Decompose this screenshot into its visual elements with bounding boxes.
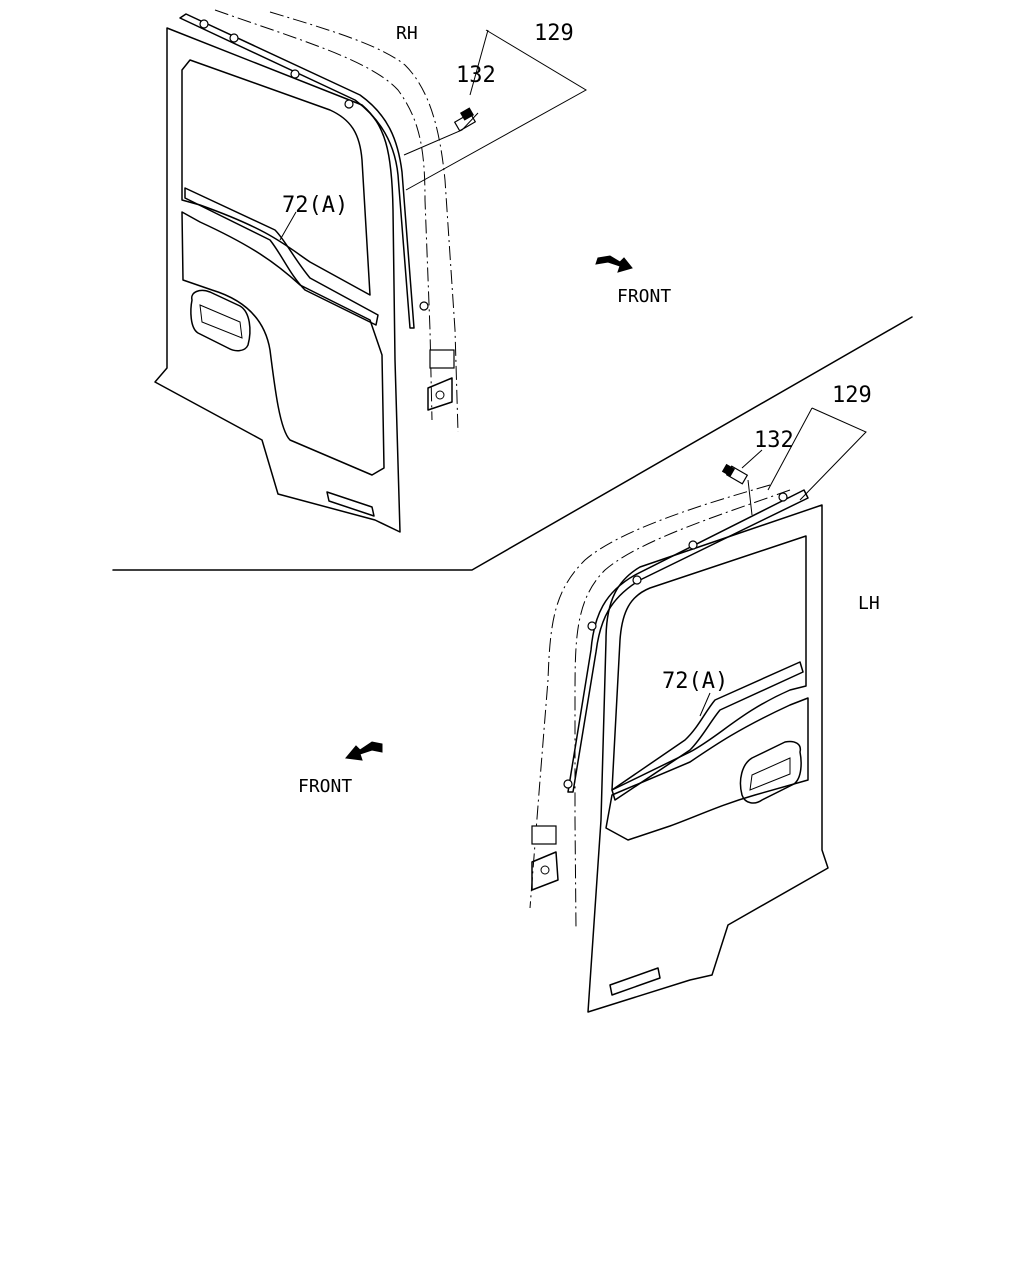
lh-door-handle xyxy=(739,740,802,804)
ref-132-top: 132 xyxy=(456,63,496,88)
lh-clips xyxy=(563,492,788,789)
lh-weatherstrip xyxy=(567,489,809,793)
ref-129-bottom: 129 xyxy=(832,383,872,408)
rh-door-assembly xyxy=(154,9,587,533)
lh-window-frame xyxy=(611,535,807,791)
rh-window-frame xyxy=(181,59,371,296)
rh-door-panel xyxy=(154,27,401,533)
front-label-bottom: FRONT xyxy=(298,776,352,797)
lh-door-assembly xyxy=(529,407,867,1013)
rh-label: RH xyxy=(396,23,418,44)
ref-132-bottom: 132 xyxy=(754,428,794,453)
rh-door-handle xyxy=(190,289,251,352)
rh-clip-132 xyxy=(453,107,477,132)
front-label-top: FRONT xyxy=(617,286,671,307)
rh-weatherstrip xyxy=(179,13,415,329)
ref-129-top: 129 xyxy=(534,21,574,46)
ref-72a-bottom: 72(A) xyxy=(662,669,728,694)
arrow-down-left-icon xyxy=(345,741,383,761)
lh-clip-132 xyxy=(721,463,749,485)
lh-label: LH xyxy=(858,593,880,614)
section-divider xyxy=(112,316,913,571)
lh-belt-molding xyxy=(611,661,804,801)
arrow-down-right-icon xyxy=(595,255,633,273)
rh-belt-molding xyxy=(184,187,379,326)
ref-72a-top: 72(A) xyxy=(282,193,348,218)
lh-door-panel xyxy=(587,504,829,1013)
rh-clips xyxy=(199,19,429,311)
